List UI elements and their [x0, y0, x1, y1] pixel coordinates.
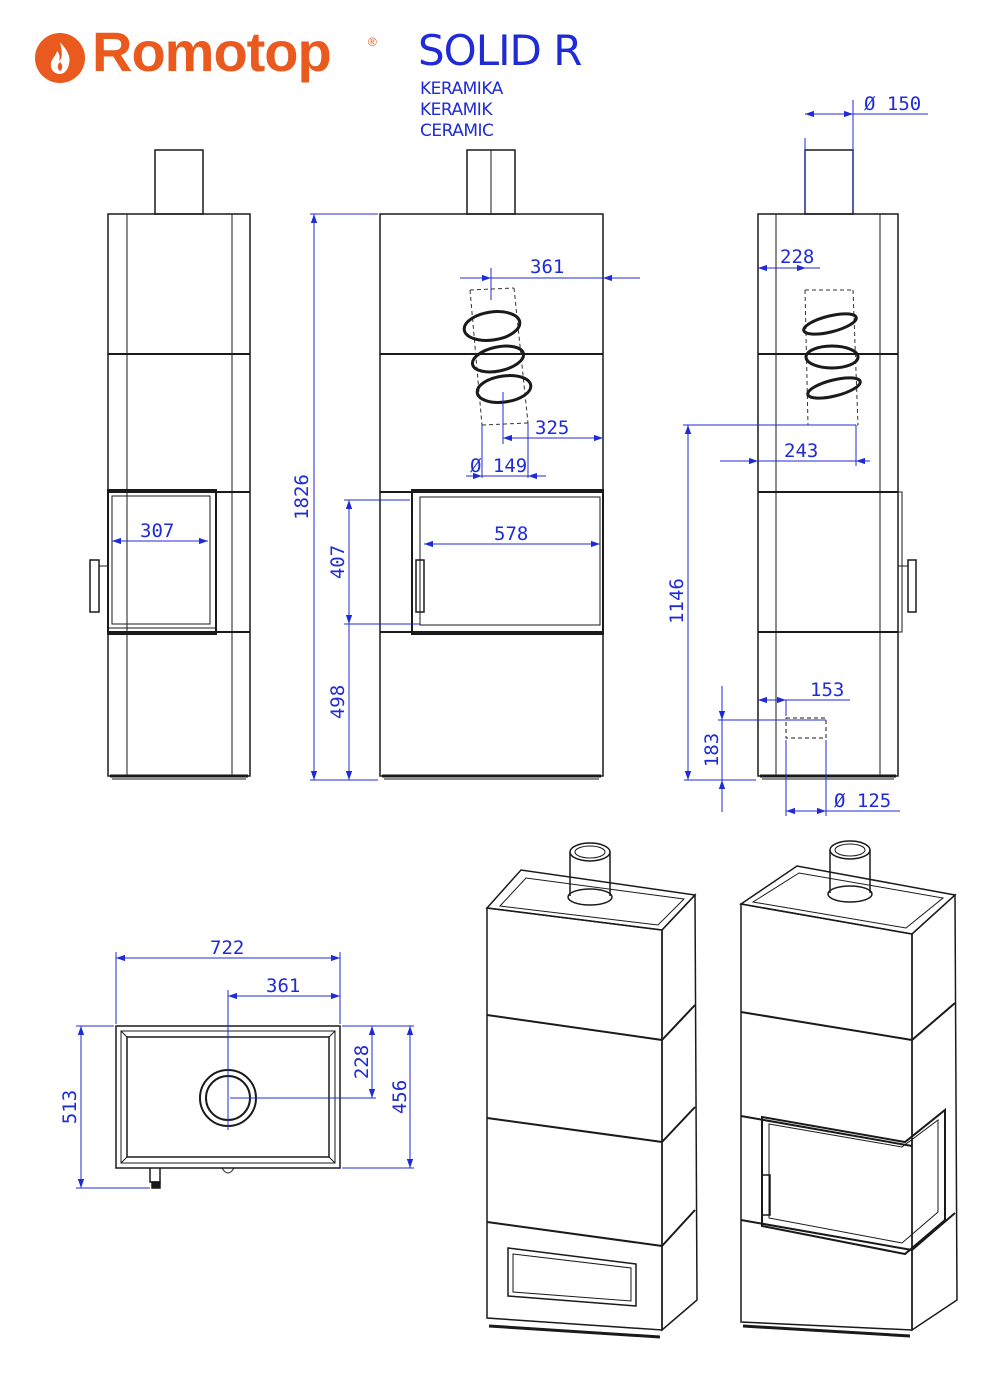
dim-flue-lower-side: 243 — [784, 440, 818, 462]
variant-label-en: CERAMIC — [420, 121, 494, 141]
side-view-right — [757, 149, 917, 780]
brand-logo-text: Romotop — [92, 20, 332, 83]
dim-door-width-side: 307 — [140, 520, 174, 542]
front-view — [379, 149, 604, 780]
dim-flue-offset-side: 228 — [780, 246, 814, 268]
variant-label-de: KERAMIK — [420, 100, 492, 120]
isometric-view-right — [739, 840, 958, 1338]
dimension-labels: Ø 150 1826 361 228 325 243 Ø 149 307 578… — [59, 93, 921, 1124]
dim-door-height: 407 — [327, 545, 349, 579]
model-title: SOLID R — [418, 26, 582, 75]
dim-plan-inner-depth: 456 — [389, 1080, 411, 1114]
flame-icon — [35, 33, 85, 83]
variant-label-cz: KERAMIKA — [420, 79, 503, 99]
registered-mark: ® — [368, 35, 377, 49]
dim-total-height: 1826 — [291, 474, 313, 520]
dim-flue-diameter-top: Ø 150 — [864, 93, 921, 115]
dimension-lines — [76, 100, 928, 1189]
dim-door-width-front: 578 — [494, 523, 528, 545]
dim-plan-flue-depth: 228 — [351, 1045, 373, 1079]
dim-flue-lower-front: 325 — [535, 417, 569, 439]
dim-door-base-height: 498 — [327, 685, 349, 719]
dim-air-inlet-offset: 153 — [810, 679, 844, 701]
dim-flue-inner-diameter: Ø 149 — [470, 455, 527, 477]
dim-plan-depth: 513 — [59, 1090, 81, 1124]
isometric-view-left — [485, 842, 698, 1339]
dim-flue-offset-front: 361 — [530, 256, 564, 278]
dim-rear-outlet-height: 1146 — [666, 578, 688, 624]
dim-plan-width: 722 — [210, 937, 244, 959]
dim-air-inlet-height: 183 — [701, 733, 723, 767]
side-view-left — [89, 149, 251, 780]
dim-air-inlet-diameter: Ø 125 — [834, 790, 891, 812]
dim-plan-center: 361 — [266, 975, 300, 997]
